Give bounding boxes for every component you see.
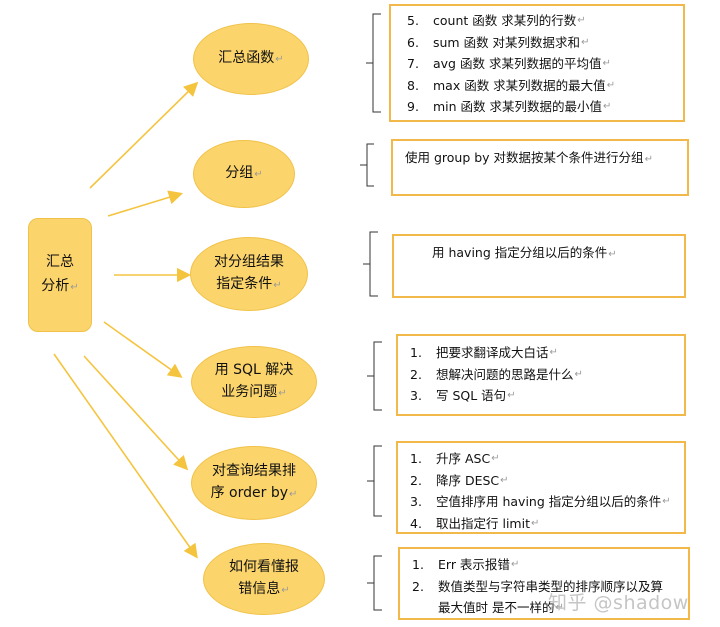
- arrow-to-aggregate: [89, 81, 199, 189]
- list-item: 3.空值排序用 having 指定分组以后的条件↵: [410, 491, 684, 513]
- paragraph-mark-icon: ↵: [581, 36, 590, 48]
- list-item: 3.写 SQL 语句↵: [410, 385, 684, 407]
- item-number: 1.: [410, 451, 422, 466]
- item-number: 7.: [407, 56, 419, 71]
- list-item: 5.count 函数 求某列的行数↵: [407, 10, 683, 32]
- node-label-line1: 对分组结果: [214, 254, 284, 270]
- node-order-by: 对查询结果排 序 order by↵: [191, 446, 317, 520]
- paragraph-mark-icon: ↵: [278, 388, 287, 399]
- having-description: 用 having 指定分组以后的条件: [432, 245, 608, 260]
- box-group: 使用 group by 对数据按某个条件进行分组↵: [391, 139, 689, 196]
- list-item: 1.把要求翻译成大白话↵: [410, 342, 684, 364]
- node-label: 汇总函数: [218, 50, 275, 66]
- node-having: 对分组结果 指定条件↵: [190, 237, 308, 311]
- node-group: 分组↵: [193, 140, 295, 208]
- paragraph-mark-icon: ↵: [644, 154, 653, 165]
- node-label-line1: 对查询结果排: [212, 463, 296, 479]
- list-item: 7.avg 函数 求某列数据的平均值↵: [407, 53, 683, 75]
- paragraph-mark-icon: ↵: [602, 58, 611, 69]
- item-number: [412, 597, 438, 619]
- item-number: 3.: [410, 494, 422, 509]
- paragraph-mark-icon: ↵: [574, 368, 583, 380]
- list-item: 2.降序 DESC↵: [410, 470, 684, 492]
- paragraph-mark-icon: ↵: [608, 249, 617, 260]
- list-item: 最大值时 是不一样的↵: [412, 597, 688, 619]
- bracket-aggregate: [366, 13, 381, 113]
- paragraph-mark-icon: ↵: [281, 585, 290, 596]
- box-order-by: 1.升序 ASC↵ 2.降序 DESC↵ 3.空值排序用 having 指定分组…: [396, 441, 686, 534]
- item-number: 6.: [407, 34, 419, 50]
- root-label-line2: 分析: [41, 278, 70, 294]
- list-item: 1.升序 ASC↵: [410, 448, 684, 470]
- paragraph-mark-icon: ↵: [555, 602, 564, 613]
- item-number: 3.: [410, 388, 422, 403]
- paragraph-mark-icon: ↵: [577, 15, 586, 26]
- paragraph-mark-icon: ↵: [254, 169, 263, 180]
- paragraph-mark-icon: ↵: [603, 101, 612, 112]
- list-item: 1.Err 表示报错↵: [412, 554, 688, 576]
- paragraph-mark-icon: ↵: [606, 79, 616, 91]
- item-number: 9.: [407, 99, 419, 114]
- paragraph-mark-icon: ↵: [289, 489, 298, 500]
- item-number: 2.: [410, 366, 422, 382]
- bracket-group: [360, 143, 374, 187]
- node-label-line2: 业务问题: [221, 384, 278, 400]
- bracket-order: [367, 445, 382, 517]
- box-sql-steps: 1.把要求翻译成大白话↵ 2.想解决问题的思路是什么↵ 3.写 SQL 语句↵: [396, 334, 686, 416]
- node-label-line1: 用 SQL 解决: [214, 362, 294, 378]
- paragraph-mark-icon: ↵: [500, 474, 509, 486]
- list-item: 6.sum 函数 对某列数据求和↵: [407, 32, 683, 54]
- paragraph-mark-icon: ↵: [530, 517, 540, 529]
- list-item: 9.min 函数 求某列数据的最小值↵: [407, 96, 683, 118]
- node-error-info: 如何看懂报 错信息↵: [203, 543, 325, 615]
- node-label: 分组: [225, 165, 254, 181]
- arrow-to-sql: [103, 321, 183, 378]
- box-having: 用 having 指定分组以后的条件↵: [392, 234, 686, 298]
- bracket-error: [367, 555, 382, 611]
- paragraph-mark-icon: ↵: [273, 280, 282, 291]
- node-sql-business: 用 SQL 解决 业务问题↵: [191, 346, 317, 418]
- list-item: 2.想解决问题的思路是什么↵: [410, 364, 684, 386]
- item-number: 1.: [410, 345, 422, 360]
- root-label-line1: 汇总: [46, 254, 74, 270]
- node-aggregate-functions: 汇总函数↵: [193, 23, 309, 95]
- paragraph-mark-icon: ↵: [507, 390, 516, 401]
- bracket-having: [363, 231, 378, 297]
- paragraph-mark-icon: ↵: [549, 347, 558, 358]
- list-item: 8.max 函数 求某列数据的最大值↵: [407, 75, 683, 97]
- item-number: 8.: [407, 77, 419, 93]
- list-item: 4.取出指定行 limit↵: [410, 513, 684, 535]
- bracket-sql: [367, 341, 382, 411]
- paragraph-mark-icon: ↵: [491, 453, 500, 464]
- root-node-summary-analysis: 汇总 分析↵: [28, 218, 92, 332]
- paragraph-mark-icon: ↵: [510, 559, 520, 570]
- paragraph-mark-icon: ↵: [275, 54, 284, 65]
- item-number: 5.: [407, 13, 419, 28]
- arrow-to-order: [83, 355, 189, 471]
- paragraph-mark-icon: ↵: [662, 496, 671, 507]
- arrow-to-group: [107, 190, 184, 217]
- box-error-info: 1.Err 表示报错↵ 2.数值类型与字符串类型的排序顺序以及算 最大值时 是不…: [398, 547, 690, 620]
- watermark: 知乎 @shadow: [548, 592, 689, 614]
- node-label-line2: 错信息: [238, 581, 281, 597]
- group-description: 使用 group by 对数据按某个条件进行分组: [405, 150, 644, 165]
- list-item: 2.数值类型与字符串类型的排序顺序以及算: [412, 576, 688, 598]
- box-aggregate-functions: 5.count 函数 求某列的行数↵ 6.sum 函数 对某列数据求和↵ 7.a…: [389, 4, 685, 122]
- node-label-line2: 指定条件: [216, 276, 273, 292]
- paragraph-mark-icon: ↵: [70, 282, 79, 293]
- item-number: 2.: [412, 578, 424, 594]
- arrow-to-error: [53, 353, 198, 559]
- item-number: 2.: [410, 472, 422, 488]
- node-label-line2: 序 order by: [210, 485, 288, 501]
- item-number: 4.: [410, 515, 422, 531]
- item-number: 1.: [412, 557, 424, 572]
- node-label-line1: 如何看懂报: [229, 559, 299, 575]
